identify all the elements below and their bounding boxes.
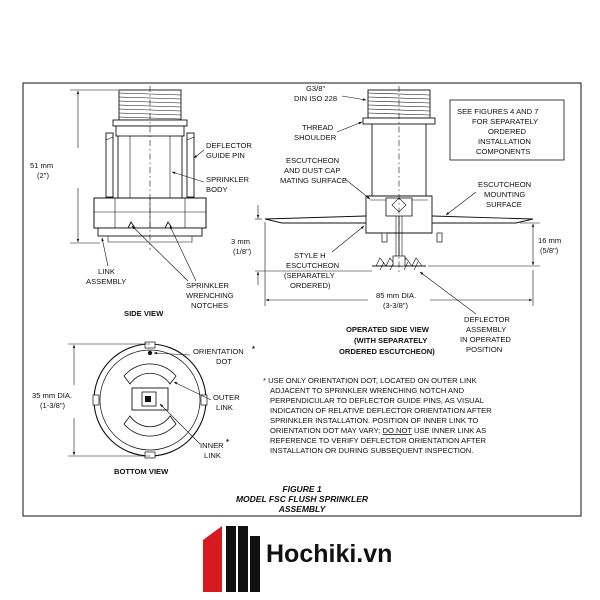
svg-text:* USE ONLY ORIENTATION DOT, LO: * USE ONLY ORIENTATION DOT, LOCATED ON O… (263, 376, 477, 385)
svg-text:ESCUTCHEON: ESCUTCHEON (286, 261, 339, 270)
svg-text:ORDERED): ORDERED) (290, 281, 331, 290)
bottom-view-drawing (92, 341, 208, 459)
label-inner-link: INNER * LINK (159, 403, 229, 460)
svg-text:ASSEMBLY: ASSEMBLY (278, 504, 327, 514)
svg-text:3 mm: 3 mm (231, 237, 250, 246)
side-height-mm: 51 mm (30, 161, 53, 170)
svg-text:*: * (252, 344, 255, 353)
label-deflector-guide-pin: DEFLECTOR GUIDE PIN (193, 141, 252, 160)
svg-text:MATING SURFACE: MATING SURFACE (280, 176, 347, 185)
svg-text:85 mm DIA.: 85 mm DIA. (376, 291, 416, 300)
svg-text:GUIDE PIN: GUIDE PIN (206, 151, 245, 160)
svg-text:LINK: LINK (204, 451, 221, 460)
svg-text:INNER: INNER (200, 441, 224, 450)
label-mating-surface: ESCUTCHEON AND DUST CAP MATING SURFACE (280, 156, 371, 200)
svg-text:IN OPERATED: IN OPERATED (460, 335, 511, 344)
label-mounting-surface: ESCUTCHEON MOUNTING SURFACE (445, 180, 531, 216)
svg-text:FIGURE 1: FIGURE 1 (282, 484, 321, 494)
svg-text:DOT: DOT (216, 357, 232, 366)
svg-text:SEE FIGURES 4 AND 7: SEE FIGURES 4 AND 7 (457, 107, 538, 116)
label-sprinkler-body: SPRINKLER BODY (171, 171, 250, 194)
svg-text:SURFACE: SURFACE (486, 200, 522, 209)
bottom-view-title: BOTTOM VIEW (114, 467, 169, 476)
svg-text:REFERENCE TO VERIFY DEFLECTOR: REFERENCE TO VERIFY DEFLECTOR ORIENTATIO… (270, 436, 487, 445)
svg-text:(SEPARATELY: (SEPARATELY (284, 271, 335, 280)
svg-text:SPRINKLER: SPRINKLER (186, 281, 230, 290)
svg-text:35 mm DIA.: 35 mm DIA. (32, 391, 72, 400)
svg-text:(1/8"): (1/8") (233, 247, 252, 256)
svg-text:OPERATED SIDE VIEW: OPERATED SIDE VIEW (346, 325, 430, 334)
label-thread-spec: G3/8" DIN ISO 228 (294, 84, 367, 103)
side-view-drawing (93, 86, 207, 250)
bottom-dia-dimension: 35 mm DIA. (1-3/8") (32, 343, 150, 457)
label-orientation-dot: ORIENTATION DOT * (153, 344, 255, 366)
svg-text:ORDERED ESCUTCHEON): ORDERED ESCUTCHEON) (339, 347, 435, 356)
svg-text:COMPONENTS: COMPONENTS (476, 147, 530, 156)
brand-name: Hochiki.vn (266, 540, 392, 568)
svg-text:MOUNTING: MOUNTING (484, 190, 525, 199)
footnote-do-not: DO NOT (382, 426, 412, 435)
svg-text:16 mm: 16 mm (538, 236, 561, 245)
label-wrenching-notches: SPRINKLER WRENCHING NOTCHES (131, 225, 234, 310)
svg-text:ADJACENT TO SPRINKLER WRENCHIN: ADJACENT TO SPRINKLER WRENCHING NOTCH AN… (270, 386, 465, 395)
label-deflector-assembly: DEFLECTOR ASSEMBLY IN OPERATED POSITION (419, 271, 511, 354)
svg-text:DEFLECTOR: DEFLECTOR (464, 315, 510, 324)
svg-text:NOTCHES: NOTCHES (191, 301, 228, 310)
svg-text:WRENCHING: WRENCHING (186, 291, 234, 300)
side-height-dimension (70, 89, 118, 244)
label-style-h-escutcheon: STYLE H ESCUTCHEON (SEPARATELY ORDERED) (284, 225, 365, 290)
svg-text:DIN ISO 228: DIN ISO 228 (294, 94, 337, 103)
figure-frame (22, 82, 582, 517)
svg-text:(WITH SEPARATELY: (WITH SEPARATELY (354, 336, 427, 345)
svg-text:ORIENTATION: ORIENTATION (193, 347, 244, 356)
svg-text:INSTALLATION OR DURING SUBSEQU: INSTALLATION OR DURING SUBSEQUENT INSPEC… (270, 446, 473, 455)
note-box: SEE FIGURES 4 AND 7 FOR SEPARATELY ORDER… (449, 99, 565, 161)
svg-text:AND DUST CAP: AND DUST CAP (284, 166, 340, 175)
svg-text:(5/8"): (5/8") (540, 246, 559, 255)
svg-text:SPRINKLER INSTALLATION. POSITI: SPRINKLER INSTALLATION. POSITION OF INNE… (270, 416, 478, 425)
drop-dimension: 16 mm (5/8") (428, 222, 561, 267)
operated-view-drawing (264, 86, 534, 275)
svg-text:MODEL FSC FLUSH SPRINKLER: MODEL FSC FLUSH SPRINKLER (236, 494, 369, 504)
svg-text:OUTER: OUTER (213, 393, 240, 402)
gap-dimension: 3 mm (1/8") (231, 205, 372, 285)
svg-text:ASSEMBLY: ASSEMBLY (466, 325, 506, 334)
footnote-line6a: ORIENTATION DOT MAY VARY; (270, 426, 380, 435)
svg-text:(1-3/8"): (1-3/8") (40, 401, 66, 410)
svg-text:G3/8": G3/8" (306, 84, 325, 93)
footnote-line6b: USE INNER LINK AS (414, 426, 486, 435)
svg-text:STYLE H: STYLE H (294, 251, 326, 260)
label-link-assembly: LINK ASSEMBLY (86, 237, 126, 286)
operated-view-title: OPERATED SIDE VIEW (WITH SEPARATELY ORDE… (339, 325, 435, 356)
svg-text:ESCUTCHEON: ESCUTCHEON (478, 180, 531, 189)
footnote: * USE ONLY ORIENTATION DOT, LOCATED ON O… (263, 376, 492, 455)
label-outer-link: OUTER LINK (173, 381, 240, 412)
svg-text:DEFLECTOR: DEFLECTOR (206, 141, 252, 150)
svg-text:POSITION: POSITION (466, 345, 502, 354)
side-view-title: SIDE VIEW (124, 309, 164, 318)
svg-text:(3-3/8"): (3-3/8") (383, 301, 409, 310)
figure-caption: FIGURE 1 MODEL FSC FLUSH SPRINKLER ASSEM… (236, 484, 369, 514)
svg-text:ESCUTCHEON: ESCUTCHEON (286, 156, 339, 165)
svg-text:LINK: LINK (216, 403, 233, 412)
svg-text:ASSEMBLY: ASSEMBLY (86, 277, 126, 286)
svg-text:SPRINKLER: SPRINKLER (206, 175, 250, 184)
svg-text:ORIENTATION DOT MAY VARY; DO N: ORIENTATION DOT MAY VARY; DO NOT USE INN… (270, 426, 486, 435)
svg-text:PERPENDICULAR TO DEFLECTOR GUI: PERPENDICULAR TO DEFLECTOR GUIDE PINS, A… (270, 396, 484, 405)
svg-text:BODY: BODY (206, 185, 228, 194)
side-height-in: (2") (37, 171, 49, 180)
diameter-dimension: 85 mm DIA. (3-3/8") (264, 222, 534, 310)
svg-text:LINK: LINK (98, 267, 115, 276)
svg-text:*: * (226, 437, 229, 446)
label-thread-shoulder: THREAD SHOULDER (294, 121, 363, 142)
svg-text:SHOULDER: SHOULDER (294, 133, 337, 142)
svg-text:INDICATION OF RELATIVE DEFLECT: INDICATION OF RELATIVE DEFLECTOR ORIENTA… (270, 406, 492, 415)
svg-text:INSTALLATION: INSTALLATION (478, 137, 531, 146)
hochiki-logo-icon (203, 526, 260, 592)
svg-text:FOR SEPARATELY: FOR SEPARATELY (472, 117, 538, 126)
svg-text:ORDERED: ORDERED (488, 127, 526, 136)
svg-text:THREAD: THREAD (302, 123, 334, 132)
